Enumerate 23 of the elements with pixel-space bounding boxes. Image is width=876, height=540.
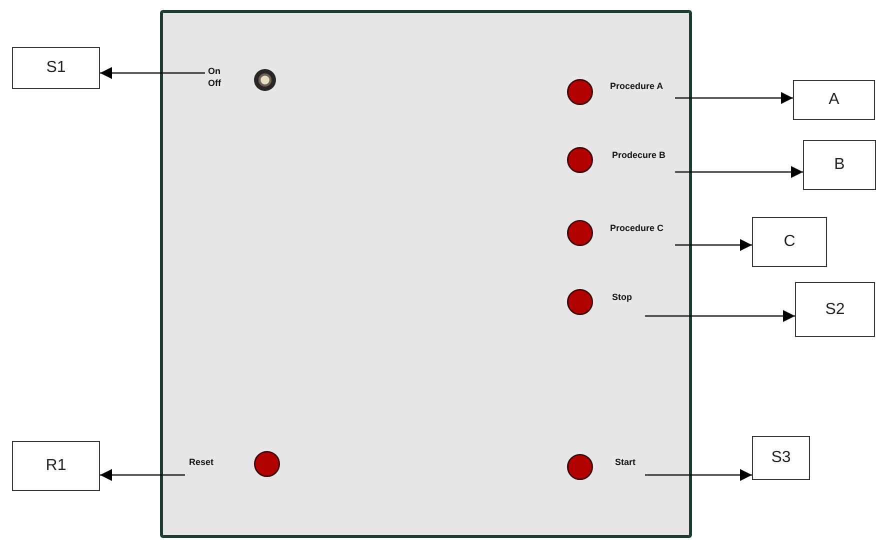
arrow — [100, 469, 185, 481]
control-label: Procedure A — [610, 81, 664, 91]
output-box: C — [752, 217, 827, 267]
output-box: R1 — [12, 441, 100, 491]
control-label: Prodecure B — [612, 150, 666, 160]
output-box: S2 — [795, 282, 875, 337]
arrow — [675, 239, 752, 251]
arrow — [675, 92, 793, 104]
output-box: B — [803, 140, 876, 190]
output-box: A — [793, 80, 875, 120]
control-label: On — [208, 66, 220, 76]
output-box: S3 — [752, 436, 810, 480]
arrow — [675, 166, 803, 178]
control-label: Stop — [612, 292, 632, 302]
arrow — [100, 67, 205, 79]
control-label: Reset — [189, 457, 214, 467]
arrow — [645, 469, 752, 481]
control-panel — [160, 10, 692, 538]
control-label: Start — [615, 457, 636, 467]
control-label: Off — [208, 78, 221, 88]
control-label: Procedure C — [610, 223, 664, 233]
output-box: S1 — [12, 47, 100, 89]
arrow — [645, 310, 795, 322]
